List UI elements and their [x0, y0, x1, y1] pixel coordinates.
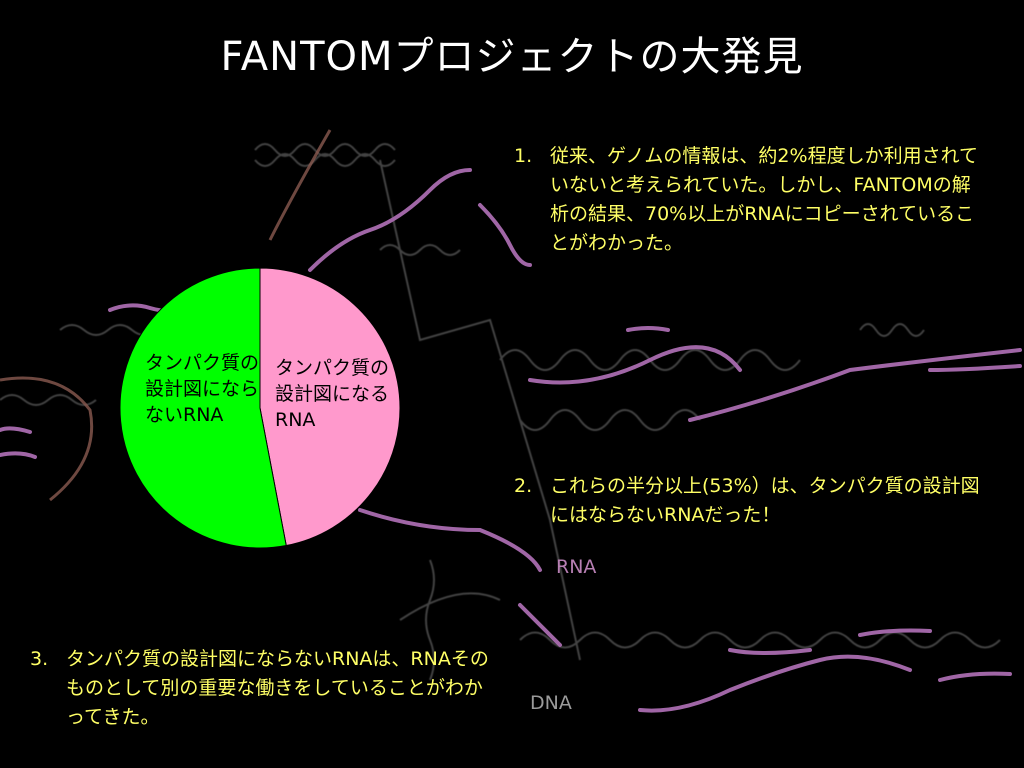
point-number: 2. — [514, 475, 533, 497]
point-item-3: 3. タンパク質の設計図にならないRNAは、RNAそのものとして別の重要な働きを… — [30, 645, 500, 732]
pie-slice-coding-rna — [259, 267, 401, 547]
pie-slice-noncoding-rna — [119, 267, 287, 549]
slide-title: FANTOMプロジェクトの大発見 — [220, 34, 804, 80]
point-text: 従来、ゲノムの情報は、約2%程度しか利用されていないと考えられていた。しかし、F… — [550, 145, 979, 254]
rna-strands — [0, 168, 1022, 713]
dna-label: DNA — [530, 692, 572, 714]
point-text: タンパク質の設計図にならないRNAは、RNAそのものとして別の重要な働きをしてい… — [66, 648, 489, 728]
point-number: 3. — [30, 648, 49, 670]
pie-label-coding-rna: タンパク質の設計図になるRNA — [275, 357, 390, 431]
point-text: これらの半分以上(53%）は、タンパク質の設計図にはならないRNAだった！ — [550, 475, 980, 526]
pie-label-noncoding-rna: タンパク質の設計図にならないRNA — [145, 352, 260, 426]
point-item-2: 2. これらの半分以上(53%）は、タンパク質の設計図にはならないRNAだった！ — [514, 472, 984, 530]
point-item-1: 1. 従来、ゲノムの情報は、約2%程度しか利用されていないと考えられていた。しか… — [514, 142, 984, 258]
rna-pie-chart — [119, 267, 401, 549]
rna-label: RNA — [556, 556, 597, 578]
brown-strands — [0, 129, 332, 502]
point-number: 1. — [514, 145, 533, 167]
